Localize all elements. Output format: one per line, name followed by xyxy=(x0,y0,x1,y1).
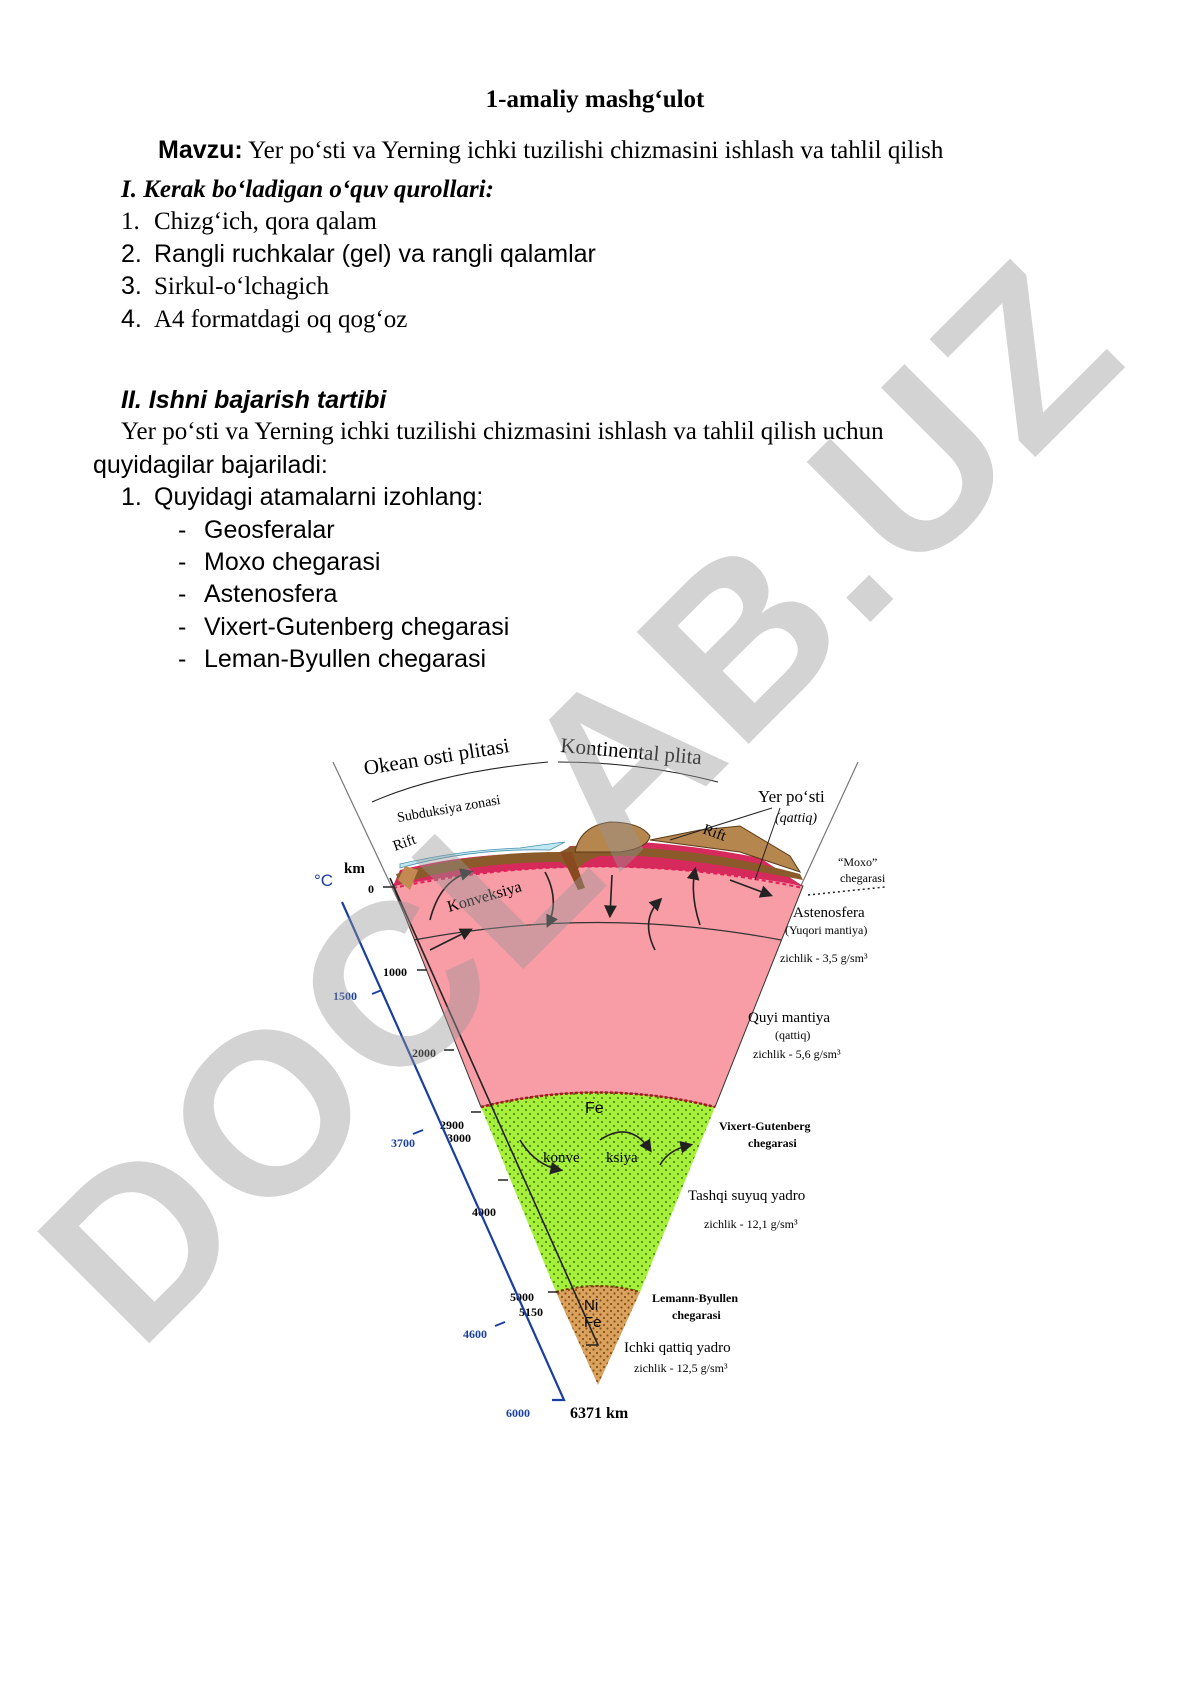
label-qattiq-mantle: (qattiq) xyxy=(775,1028,810,1042)
depth-3000: 3000 xyxy=(447,1131,471,1145)
lehmann-boundary xyxy=(555,1285,641,1293)
unit-celsius: °C xyxy=(314,871,333,890)
label-fe-inner: Fe xyxy=(584,1314,602,1331)
mantle-layer xyxy=(392,857,804,1108)
label-qattiq-crust: (qattiq) xyxy=(775,811,817,826)
label-vixert-2: chegarasi xyxy=(748,1136,797,1150)
term-item-1: -Geosferalar xyxy=(178,516,335,544)
section2-intro-line2: quyidagilar bajariladi: xyxy=(93,451,328,479)
label-zichlik-125: zichlik - 12,5 g/sm³ xyxy=(634,1361,728,1375)
temp-3700: 3700 xyxy=(391,1136,415,1150)
moho-pointer xyxy=(807,886,886,896)
temperature-scale-axis xyxy=(340,901,566,1402)
label-lemann-2: chegarasi xyxy=(672,1308,721,1322)
label-rift-right: Rift xyxy=(701,822,729,845)
page-title: 1-amaliy mashg‘ulot xyxy=(485,86,705,113)
label-zichlik-35: zichlik - 3,5 g/sm³ xyxy=(780,951,868,965)
tool-item-4: 4.A4 formatdagi oq qog‘oz xyxy=(121,305,408,333)
gutenberg-boundary xyxy=(480,1091,716,1109)
depth-2900: 2900 xyxy=(440,1118,464,1132)
label-vixert-1: Vixert-Gutenberg xyxy=(719,1119,811,1133)
label-ni: Ni xyxy=(584,1297,598,1314)
label-kontinental: Kontinental plita xyxy=(560,733,704,769)
label-konve: konve xyxy=(543,1150,580,1166)
depth-6371: 6371 km xyxy=(570,1405,629,1422)
label-astenosfera: Astenosfera xyxy=(793,905,865,921)
section1-heading: I. Kerak bo‘ladigan o‘quv qurollari: xyxy=(121,176,494,203)
task-item-1: 1.Quyidagi atamalarni izohlang: xyxy=(121,483,484,511)
temp-6000: 6000 xyxy=(506,1406,530,1420)
label-zichlik-56: zichlik - 5,6 g/sm³ xyxy=(753,1047,841,1061)
depth-scale-axis xyxy=(389,877,600,1346)
moho-crust-band xyxy=(393,842,803,886)
depth-1000: 1000 xyxy=(383,965,407,979)
label-quyi-mantiya: Quyi mantiya xyxy=(748,1010,830,1026)
term-item-3: -Astenosfera xyxy=(178,580,338,608)
label-yuqori-mantiya: (Yuqori mantiya) xyxy=(785,923,867,937)
depth-4000: 4000 xyxy=(472,1205,496,1219)
label-subduksiya: Subduksiya zonasi xyxy=(396,793,502,826)
term-item-5: -Leman-Byullen chegarasi xyxy=(178,645,487,673)
tool-item-3: 3.Sirkul-o‘lchagich xyxy=(121,272,329,300)
term-item-2: -Moxo chegarasi xyxy=(178,548,381,576)
ocean-water xyxy=(399,841,566,869)
temp-4600: 4600 xyxy=(463,1327,487,1341)
depth-2000: 2000 xyxy=(412,1046,436,1060)
label-zichlik-121: zichlik - 12,1 g/sm³ xyxy=(704,1217,798,1231)
depth-5150: 5150 xyxy=(519,1305,543,1319)
subducting-slab xyxy=(560,852,585,890)
label-yer-posti: Yer po‘sti xyxy=(758,787,825,806)
topic-line: Mavzu: Yer po‘sti va Yerning ichki tuzil… xyxy=(158,136,943,165)
tool-item-1: 1.Chizg‘ich, qora qalam xyxy=(121,208,377,235)
term-item-4: -Vixert-Gutenberg chegarasi xyxy=(178,613,510,641)
label-tashqi: Tashqi suyuq yadro xyxy=(688,1188,805,1204)
topic-text: Yer po‘sti va Yerning ichki tuzilishi ch… xyxy=(248,137,944,164)
label-ichki: Ichki qattiq yadro xyxy=(624,1340,731,1356)
depth-0: 0 xyxy=(368,882,374,896)
temp-1500: 1500 xyxy=(333,989,357,1003)
tool-item-2: 2.Rangli ruchkalar (gel) va rangli qalam… xyxy=(121,240,596,268)
label-lemann-1: Lemann-Byullen xyxy=(652,1291,738,1305)
crust-layer xyxy=(396,845,803,884)
depth-5000: 5000 xyxy=(510,1290,534,1304)
section2-intro-line1: Yer po‘sti va Yerning ichki tuzilishi ch… xyxy=(121,418,884,445)
label-moxo-1: “Moxo” xyxy=(838,855,877,869)
topic-label: Mavzu: xyxy=(158,136,243,164)
label-rift-left: Rift xyxy=(391,831,419,854)
label-moxo-2: chegarasi xyxy=(840,871,886,885)
unit-km: km xyxy=(344,861,365,877)
continental-block xyxy=(574,821,651,853)
label-fe-outer: Fe xyxy=(585,1100,604,1117)
label-okean: Okean osti plitasi xyxy=(362,733,511,780)
label-ksiya: ksiya xyxy=(606,1150,638,1166)
section2-heading: II. Ishni bajarish tartibi xyxy=(121,386,387,414)
